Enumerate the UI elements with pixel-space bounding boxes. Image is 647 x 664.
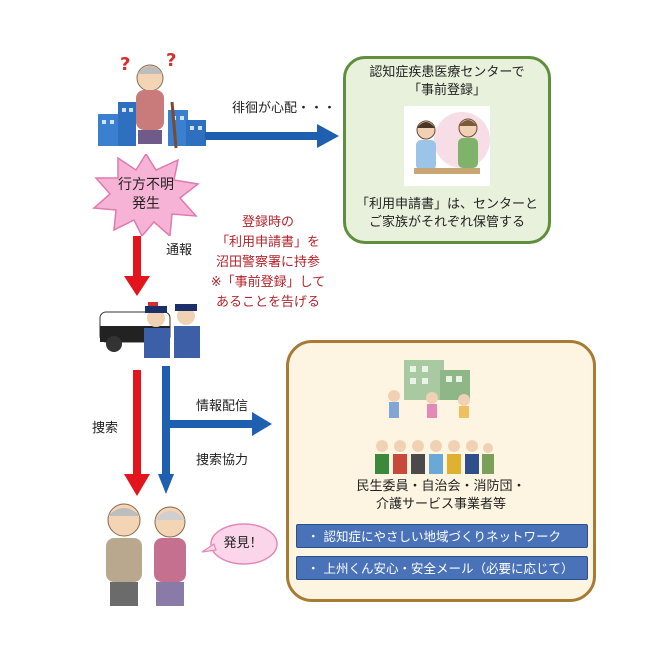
arrow-to-registration <box>205 124 340 148</box>
missing-person-burst <box>92 152 200 238</box>
found-label: 発見！ <box>223 536 263 551</box>
registration-title-line1: 認知症疾患医療センターで <box>369 65 525 80</box>
burst-line2: 発生 <box>132 196 160 212</box>
worry-label: 徘徊が心配・・・ <box>232 101 337 116</box>
burst-line1: 行方不明 <box>118 177 174 193</box>
note-line3: 沼田警察署に持参 <box>215 255 320 270</box>
registration-title-line2: 「事前登録」 <box>407 83 486 98</box>
coop-label: 捜索協力 <box>196 453 249 468</box>
network-item-dementia-friendly: ・ 認知症にやさしい地域づくりネットワーク <box>296 524 588 548</box>
svg-text:?: ? <box>120 54 130 75</box>
community-caption-line1: 民生委員・自治会・消防団・ <box>356 479 526 494</box>
community-caption-line2: 介護サービス事業者等 <box>375 497 506 512</box>
note-line5: あることを告げる <box>215 295 320 310</box>
facility-illustration <box>384 356 480 418</box>
note-line2: 「利用申請書」を <box>215 235 320 250</box>
city-skyline-illustration <box>98 96 208 146</box>
arrow-report <box>124 236 150 296</box>
found-speech-bubble <box>200 520 278 568</box>
elderly-couple-illustration <box>92 498 202 608</box>
arrow-search <box>124 370 150 496</box>
registration-caption-line1: 「利用申請書」は、センターと <box>355 197 538 212</box>
network-item-safety-mail: ・ 上州くん安心・安全メール（必要に応じて） <box>296 556 588 580</box>
community-members-illustration <box>372 436 494 476</box>
police-officers-illustration <box>96 292 216 360</box>
note-line4: ※「事前登録」して <box>210 275 326 290</box>
svg-text:?: ? <box>166 52 176 71</box>
arrow-info-distribution <box>158 366 278 496</box>
report-label: 通報 <box>166 243 193 258</box>
worried-elderly-woman-illustration: ? ? <box>110 50 190 152</box>
registration-caption-line2: ご家族がそれぞれ保管する <box>368 215 525 230</box>
note-line1: 登録時の <box>241 215 294 230</box>
consultation-illustration <box>404 106 490 186</box>
info-label: 情報配信 <box>196 399 249 414</box>
search-label: 捜索 <box>92 421 119 436</box>
